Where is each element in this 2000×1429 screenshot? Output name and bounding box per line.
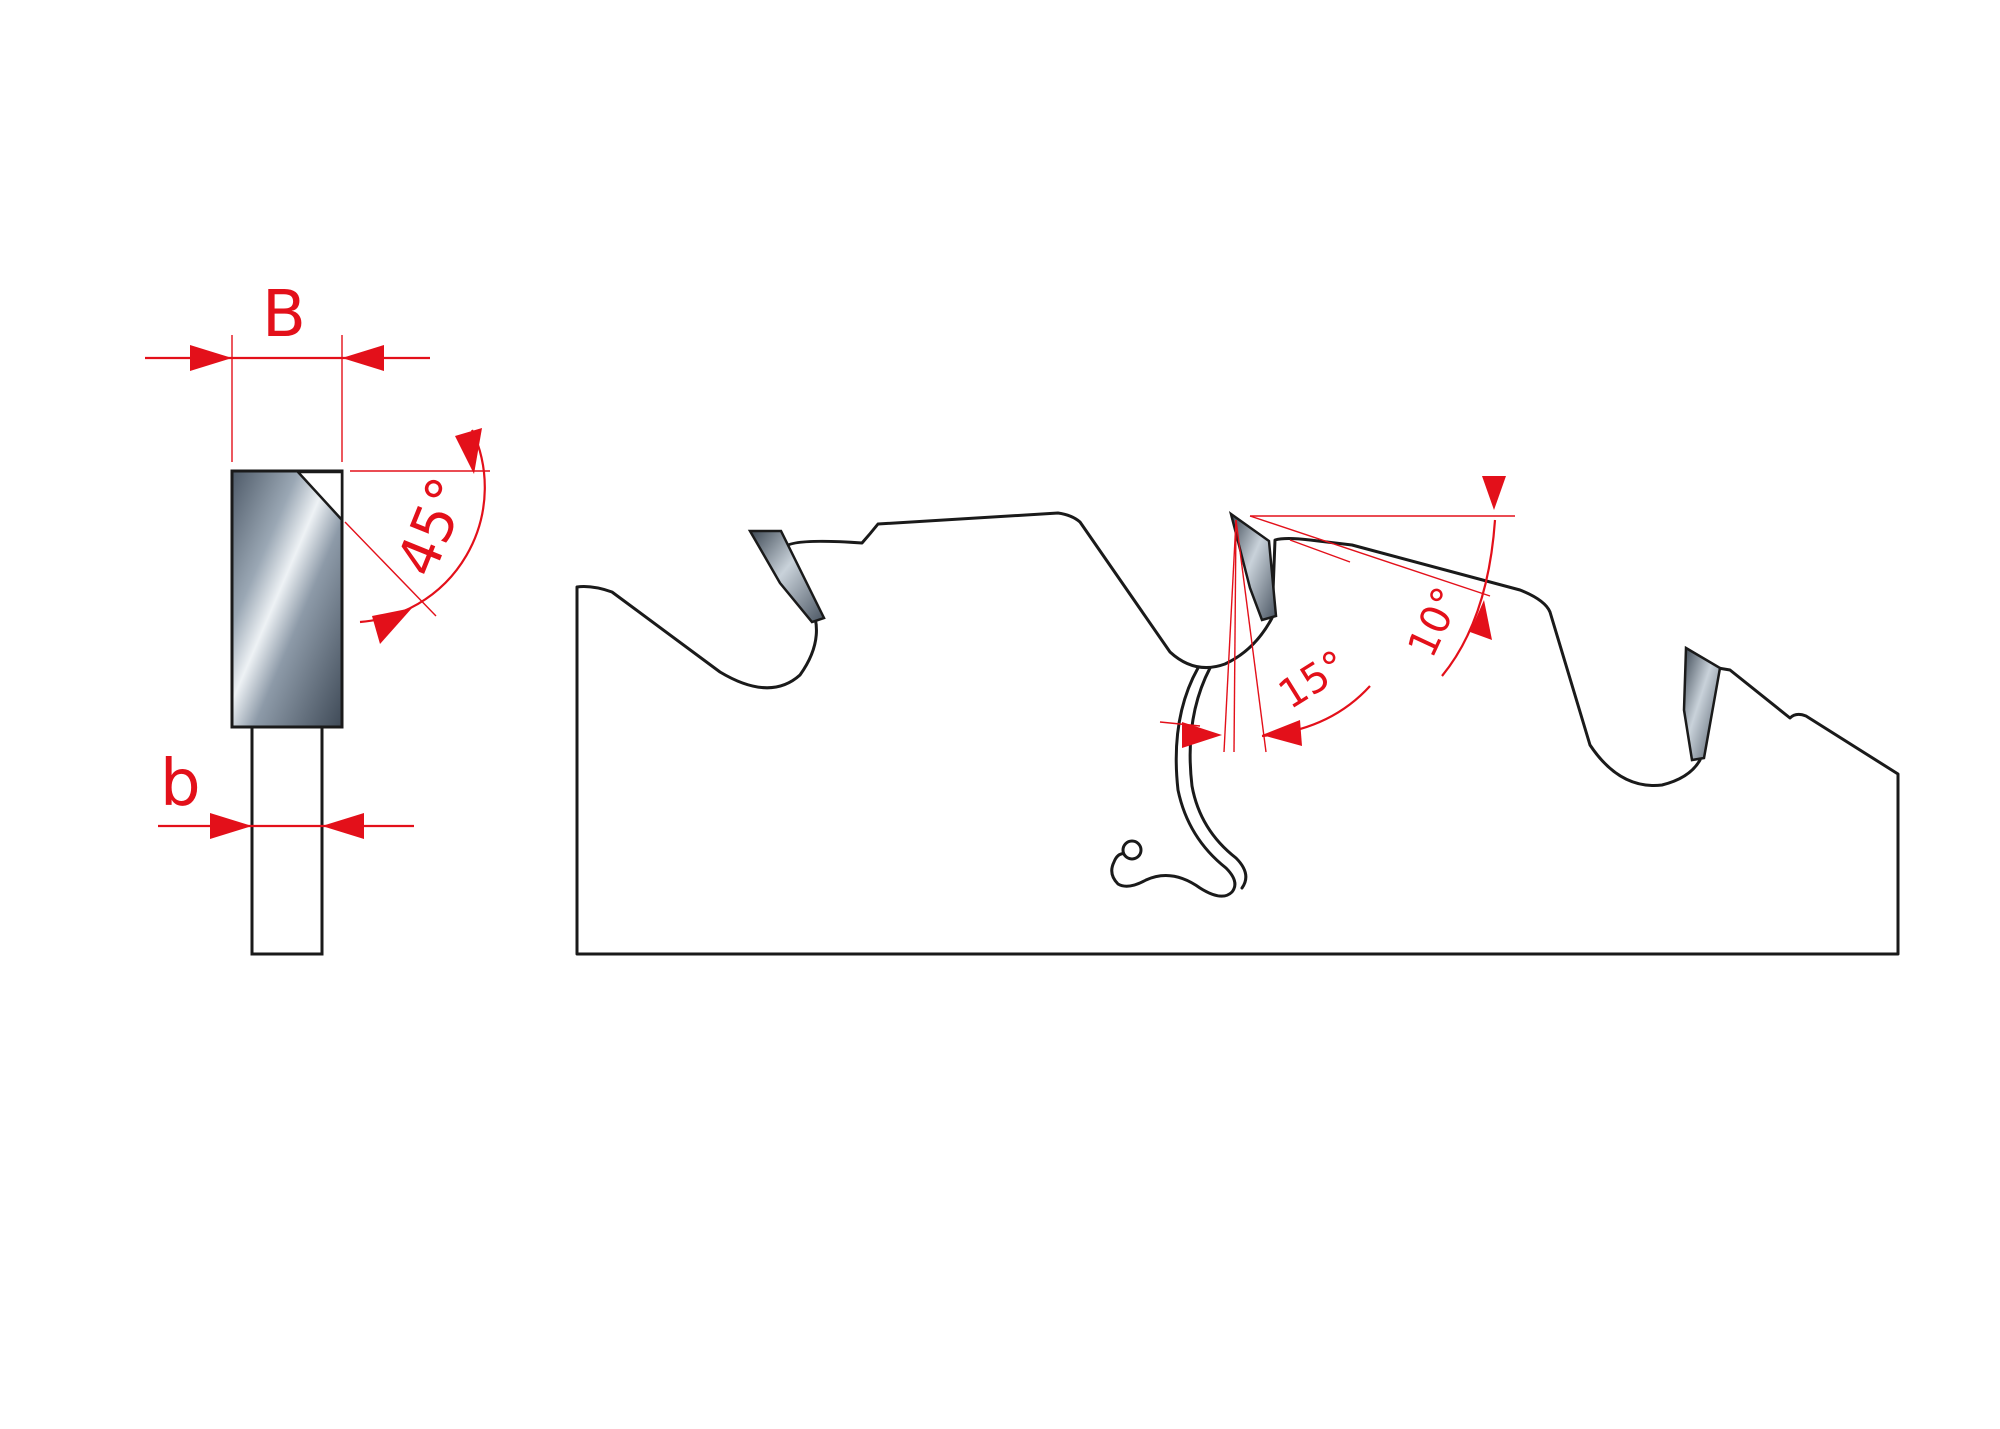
angle-10: 10° xyxy=(1249,476,1515,677)
label-10: 10° xyxy=(1399,581,1471,665)
blade-outline xyxy=(575,511,1900,956)
carbide-tip-section xyxy=(230,469,344,729)
expansion-slot-inner xyxy=(1188,666,1248,890)
tooth-cross-section xyxy=(230,469,344,956)
dimension-b: b xyxy=(158,747,414,839)
dimension-B: B xyxy=(145,278,430,462)
angle-45: 45° xyxy=(344,428,490,644)
blade-profile xyxy=(575,511,1900,956)
label-15: 15° xyxy=(1271,642,1356,719)
label-b: b xyxy=(160,747,201,821)
slot-end-hole xyxy=(1121,839,1143,861)
blade-plate xyxy=(250,724,324,956)
tooth-tip-3 xyxy=(1682,645,1722,762)
label-45: 45° xyxy=(385,469,482,585)
tooth-tip-1 xyxy=(747,529,826,624)
tooth-tip-2 xyxy=(1228,511,1278,622)
bevel-chamfer xyxy=(295,470,344,524)
label-B: B xyxy=(262,278,306,352)
expansion-slot xyxy=(1110,666,1237,898)
